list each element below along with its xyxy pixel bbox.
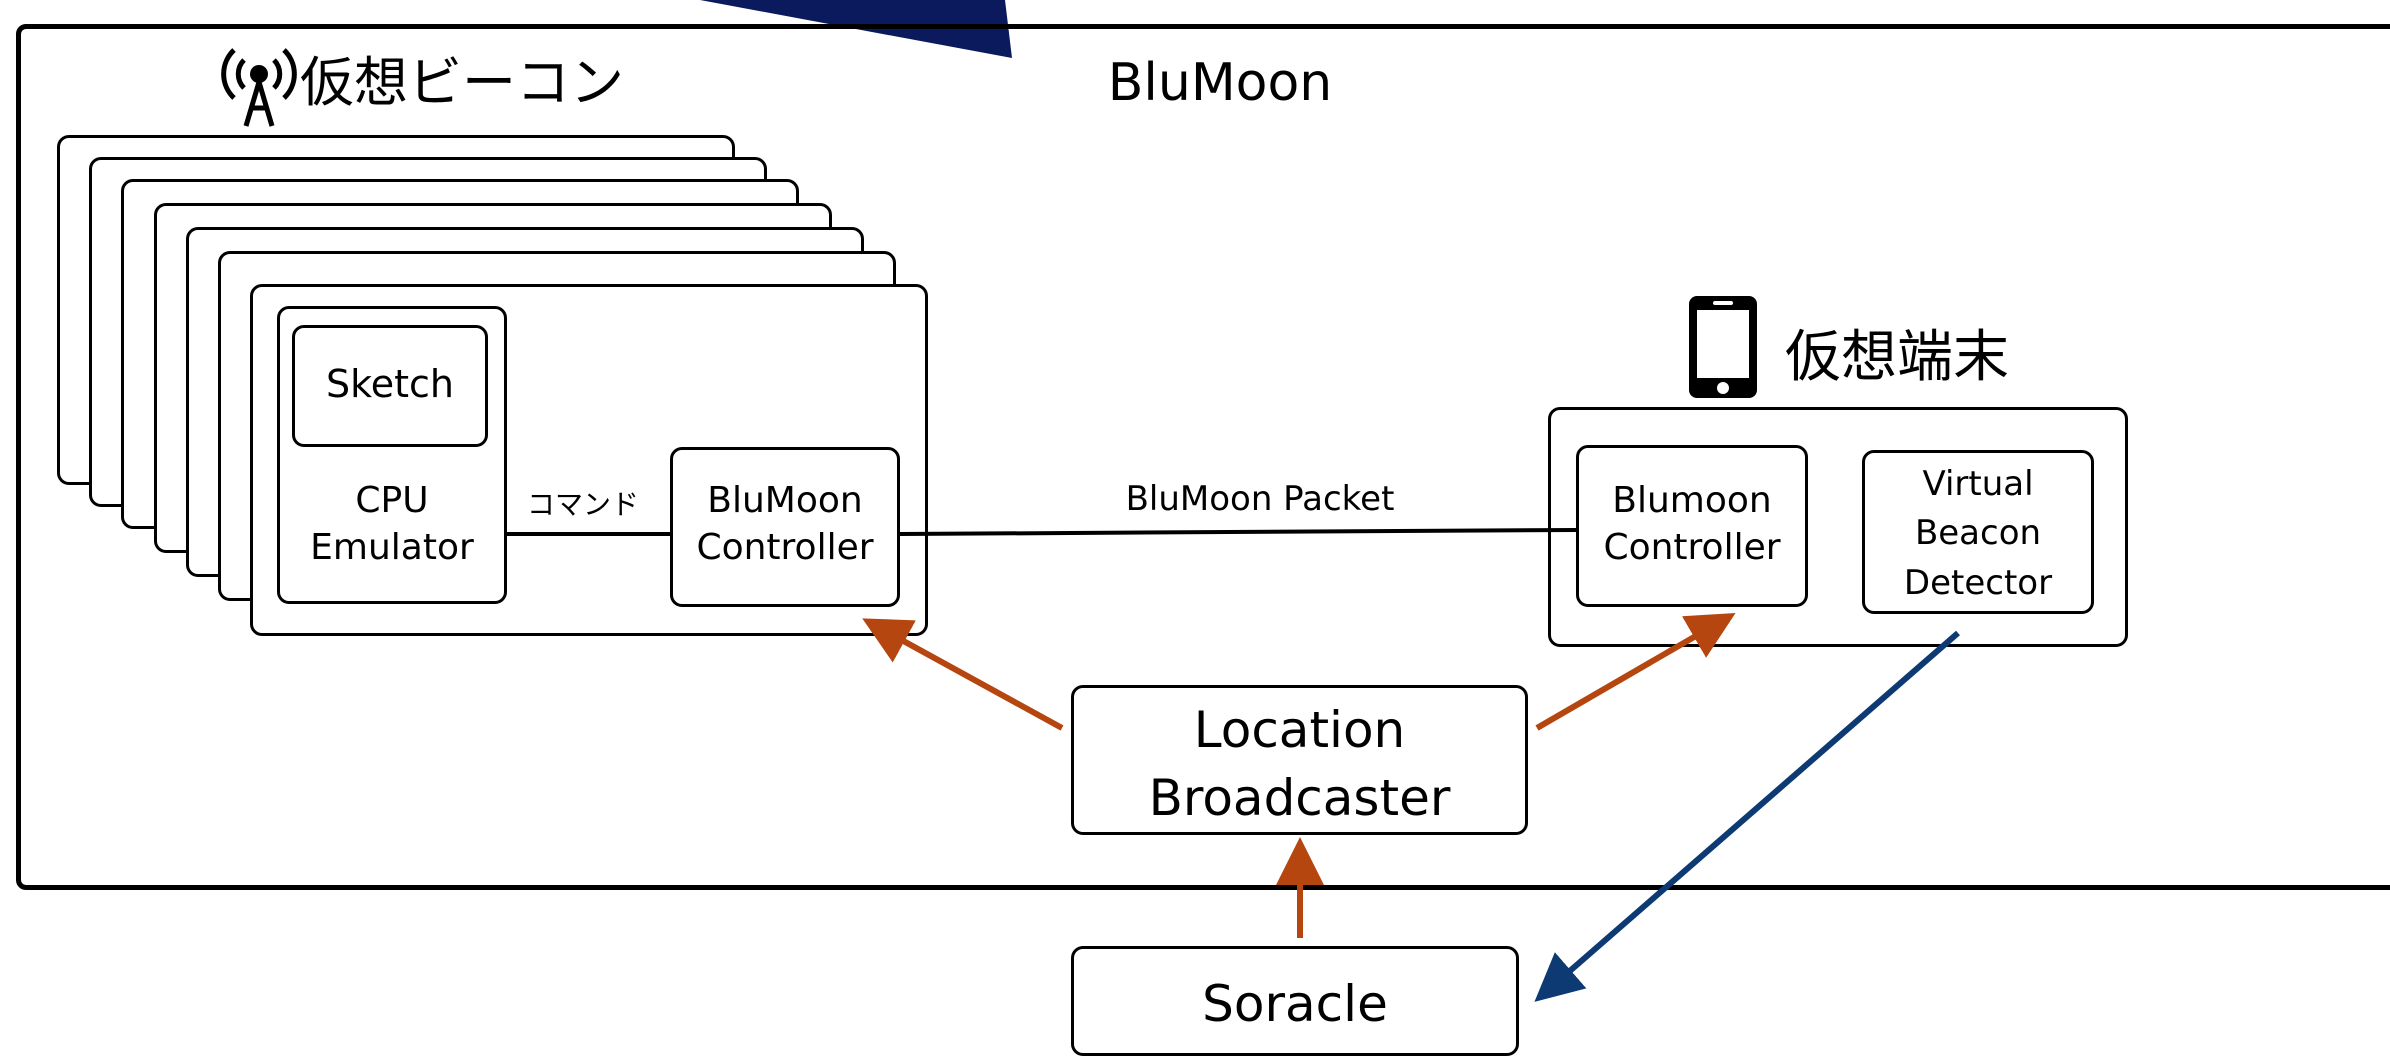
virtual-device-label: 仮想端末 (1785, 325, 2009, 390)
cpu-emulator-label: CPU Emulator (310, 480, 474, 568)
smartphone-icon (1687, 294, 1759, 400)
beacon-controller-label: BluMoon Controller (696, 480, 874, 568)
virtual-beacon-label: 仮想ビーコン (300, 51, 624, 114)
sketch-box (292, 325, 488, 447)
command-label: コマンド (526, 488, 639, 521)
device-controller-label: Blumoon Controller (1603, 480, 1781, 568)
beacon-controller-box (670, 447, 900, 607)
radio-tower-icon (220, 40, 298, 128)
device-controller-box (1576, 445, 1808, 607)
broadcaster-to-beacon-arrow (862, 618, 1064, 731)
packet-label: BluMoon Packet (1125, 479, 1395, 519)
broadcaster-to-device-arrow (1535, 612, 1736, 731)
soracle-label: Soracle (1202, 975, 1388, 1033)
soracle-box (1071, 946, 1519, 1056)
beacon-detector-label: Virtual Beacon Detector (1903, 464, 2053, 603)
location-broadcaster-box (1071, 685, 1528, 835)
detector-to-soracle-arrow (1534, 630, 1960, 1002)
banner-shape (700, 0, 1012, 58)
beacon-detector-box (1862, 450, 2094, 614)
sketch-label: Sketch (325, 362, 455, 406)
location-broadcaster-label: Location Broadcaster (1148, 701, 1451, 827)
blumoon-title: BluMoon (1107, 53, 1333, 113)
packet-line (899, 528, 1577, 536)
blumoon-frame (16, 24, 2390, 890)
